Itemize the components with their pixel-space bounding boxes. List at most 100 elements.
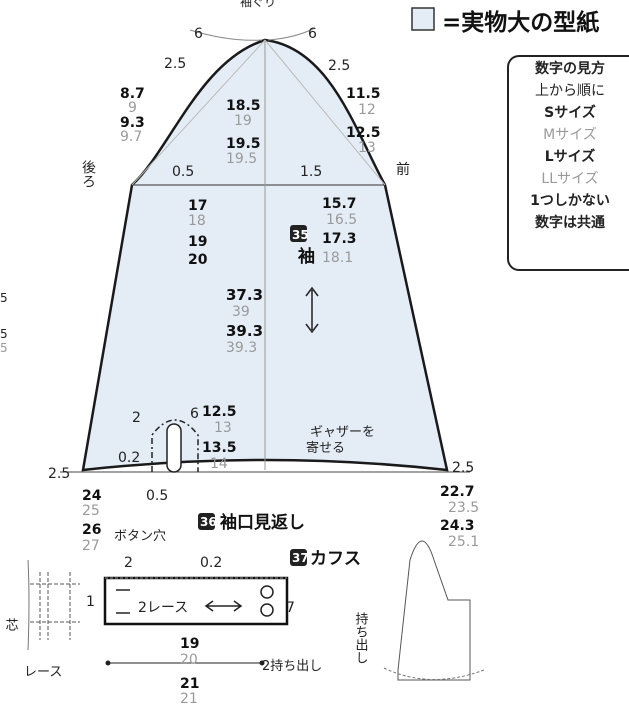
cuff-length-ll: 21 <box>180 691 198 707</box>
hem-left-offset: 2.5 <box>48 466 70 482</box>
cuff-part-name: カフス <box>310 549 361 569</box>
core-label: 芯 <box>3 618 19 631</box>
cap-left-top: 6 <box>194 26 203 42</box>
cap-right-top: 6 <box>308 26 317 42</box>
hem-left-l: 26 <box>82 522 101 538</box>
front-cap-l: 12.5 <box>346 125 381 141</box>
slit-m: 13 <box>214 420 232 436</box>
legend: 数字の見方 上から順に Sサイズ Mサイズ Lサイズ LLサイズ 1つしかない … <box>510 58 629 234</box>
front-width-s: 15.7 <box>322 196 357 212</box>
slit-side: 0.2 <box>118 450 140 466</box>
slit-opening <box>166 423 182 473</box>
right-sleeve-sketch <box>397 540 471 681</box>
cap-guide-left <box>131 39 266 186</box>
legend-line-ll: LLサイズ <box>541 171 599 187</box>
hem-right-ll: 25.1 <box>448 534 479 550</box>
length-ll: 39.3 <box>226 340 257 356</box>
slit-s: 12.5 <box>202 404 237 420</box>
front-cap-s: 11.5 <box>346 86 381 102</box>
hem-left-ll: 27 <box>82 538 100 554</box>
legend-box <box>507 55 629 271</box>
legend-line-s: Sサイズ <box>544 105 596 121</box>
notch-left: 0.5 <box>172 164 194 180</box>
button-marker-top <box>260 585 274 599</box>
hem-right-offset: 2.5 <box>452 460 474 476</box>
legend-line-common: 数字は共通 <box>535 215 605 231</box>
edge-num-3: 5 <box>0 341 8 355</box>
edge-num-2: 5 <box>0 327 8 341</box>
left-cuff-sketch <box>30 572 80 640</box>
center-cap-ll: 19.5 <box>226 151 257 167</box>
slit-ll: 14 <box>210 456 228 472</box>
gather-note-2: 寄せる <box>306 440 345 456</box>
slit-bottom: 0.5 <box>146 488 168 504</box>
back-label: 後ろ <box>80 160 96 188</box>
back-width-m: 18 <box>188 213 206 229</box>
back-width-l: 19 <box>188 234 207 250</box>
length-s: 37.3 <box>226 286 263 304</box>
front-cap-ll: 13 <box>358 140 376 156</box>
back-width-ll: 20 <box>188 252 208 268</box>
slit-facing-outline <box>151 419 199 472</box>
cuff-top-margin: 0.2 <box>200 555 222 571</box>
top-cut-label: 袖ぐり <box>240 0 276 9</box>
front-width-m: 16.5 <box>326 212 357 228</box>
edge-num-1: 5 <box>0 291 8 305</box>
gather-note-1: ギャザーを <box>310 425 375 440</box>
buttonhole-label: ボタン穴 <box>114 529 166 544</box>
page-title: =実物大の型紙 <box>442 9 599 36</box>
hem-right-m: 23.5 <box>448 500 479 516</box>
facing-part-name: 袖口見返し <box>220 512 305 533</box>
notch-right: 1.5 <box>300 164 322 180</box>
facing-part-number: 36 <box>200 515 217 529</box>
center-cap-s: 18.5 <box>226 98 261 114</box>
front-width-l: 17.3 <box>322 231 357 247</box>
facing-badge <box>198 513 215 530</box>
hem-left-m: 25 <box>82 503 100 519</box>
front-label: 前 <box>396 161 410 178</box>
cuff-lace-label: 2レース <box>138 600 188 616</box>
left-lace-label: レース <box>24 665 62 680</box>
slit-top-right: 6 <box>190 406 199 422</box>
back-width-s: 17 <box>188 198 207 214</box>
length-l: 39.3 <box>226 322 263 340</box>
cap-guide-right <box>264 39 386 186</box>
legend-line-m: Mサイズ <box>543 127 597 143</box>
pattern-legend-swatch <box>411 7 435 31</box>
cap-right-offset: 2.5 <box>328 58 350 74</box>
back-cap-l: 9.3 <box>120 115 145 131</box>
cuff-badge <box>290 549 307 566</box>
cuff-length-s: 19 <box>180 636 199 652</box>
cap-arc-right <box>267 27 316 41</box>
hem-right-l: 24.3 <box>440 518 475 534</box>
hem-right-s: 22.7 <box>440 484 475 500</box>
cuff-right-margin: 7 <box>286 600 295 616</box>
cuff-length-l: 21 <box>180 676 199 692</box>
sleeve-part-name: 袖 <box>298 246 315 267</box>
cuff-part-number: 37 <box>292 551 309 565</box>
hem-left-s: 24 <box>82 488 102 504</box>
grain-arrow <box>305 286 319 334</box>
legend-line-l: Lサイズ <box>544 149 596 165</box>
right-overlap-label: 持ち出し <box>353 612 369 664</box>
cuff-overlap-label: 2持ち出し <box>262 659 322 674</box>
sleeve-part-number: 35 <box>292 228 309 242</box>
button-marker-bottom <box>260 603 274 617</box>
cap-left-offset: 2.5 <box>164 56 186 72</box>
part-number-badge <box>290 225 307 242</box>
length-m: 39 <box>232 304 250 320</box>
legend-line-1: 上から順に <box>535 83 605 99</box>
cuff-left-margin: 1 <box>86 594 95 610</box>
cuff-piece <box>103 576 289 626</box>
back-cap-s: 8.7 <box>120 86 145 102</box>
legend-line-single: 1つしかない <box>530 193 610 209</box>
cuff-grain-arrow <box>204 600 243 612</box>
front-width-ll: 18.1 <box>322 250 353 266</box>
center-cap-l: 19.5 <box>226 136 261 152</box>
back-cap-m: 9 <box>128 100 137 116</box>
back-cap-ll: 9.7 <box>120 129 142 145</box>
cap-arc-left <box>189 29 263 41</box>
slit-top: 2 <box>132 410 141 426</box>
buttonhole-offset: 2 <box>124 555 133 571</box>
